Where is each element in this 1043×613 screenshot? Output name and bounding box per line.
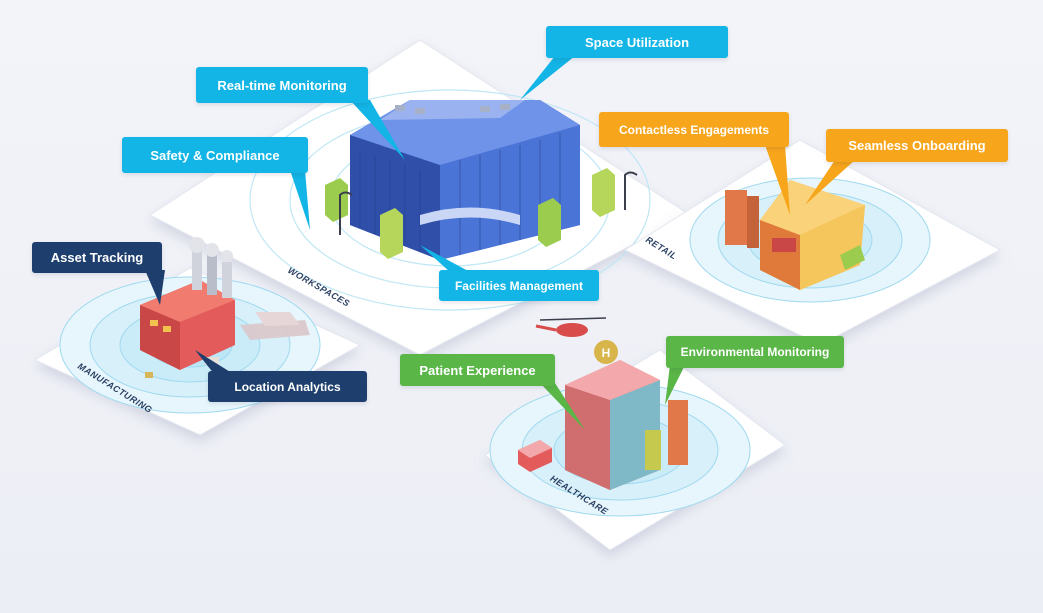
callout-pointers <box>145 56 855 430</box>
ambulance-icon <box>518 440 552 472</box>
callout-space-utilization: Space Utilization <box>546 26 728 58</box>
store-icon <box>725 180 865 290</box>
callout-seamless-onboarding: Seamless Onboarding <box>826 129 1008 162</box>
callout-environmental-monitoring: Environmental Monitoring <box>666 336 844 368</box>
office-building-icon <box>350 100 580 260</box>
callout-asset-tracking: Asset Tracking <box>32 242 162 273</box>
callout-location-analytics: Location Analytics <box>208 371 367 402</box>
callout-realtime-monitoring: Real-time Monitoring <box>196 67 368 103</box>
callout-safety-compliance: Safety & Compliance <box>122 137 308 173</box>
callout-contactless-engagements: Contactless Engagements <box>599 112 789 147</box>
svg-text:H: H <box>602 346 611 360</box>
hospital-icon: H <box>565 340 688 490</box>
callout-patient-experience: Patient Experience <box>400 354 555 386</box>
factory-icon <box>140 237 310 378</box>
helicopter-icon <box>535 317 607 337</box>
callout-facilities-management: Facilities Management <box>439 270 599 301</box>
workspaces-trees <box>325 168 638 259</box>
